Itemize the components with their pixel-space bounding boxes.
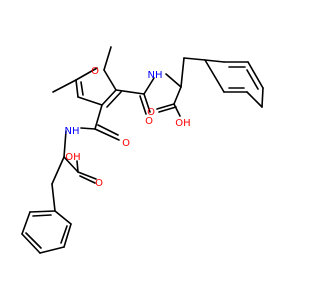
acid-oh-bottom-label: OH [65,152,80,163]
acid-o-bottom-label: O [95,178,103,189]
methyl-left [52,79,77,93]
upper-amide [115,77,155,115]
molecule-diagram: O NH O OH O NH O OH O [21,46,264,254]
amide-nh-bottom-label: NH [65,126,80,137]
upper-amino-acid [156,57,206,117]
lower-amide [80,104,120,141]
upper-phenyl-ring [204,59,264,108]
lower-phenyl-ring [21,183,72,254]
methyl-top [103,46,112,71]
acid-oh-top-label: OH [175,118,190,129]
furan-ring [75,67,122,108]
amide-o-top-label: O [145,116,153,127]
lower-amino-acid [51,130,97,185]
acid-o-top-label: O [147,107,155,118]
structure-svg: O NH O OH O NH O OH O [21,46,264,254]
amide-o-bottom-label: O [122,138,130,149]
ring-oxygen-label: O [91,66,99,77]
amide-nh-top-label: NH [148,70,163,81]
